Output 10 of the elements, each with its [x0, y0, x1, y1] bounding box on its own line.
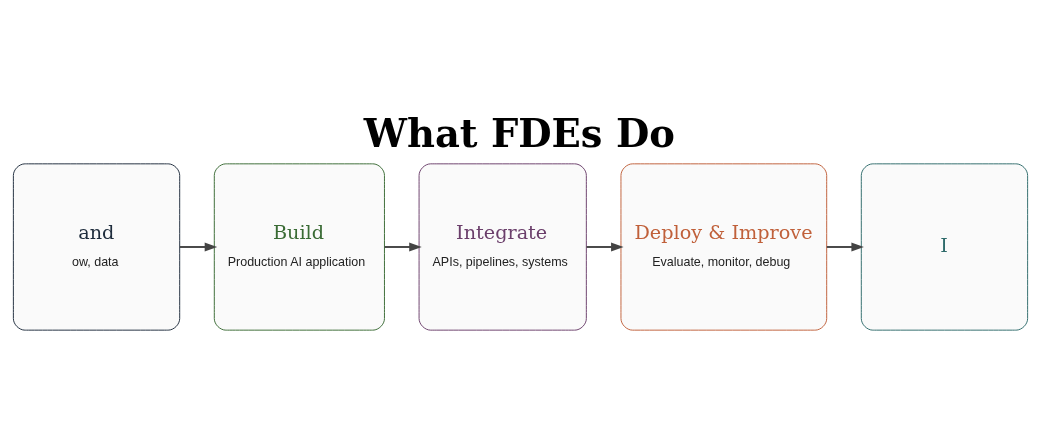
arrow [825, 242, 864, 251]
node-box: and ow, data [12, 162, 181, 331]
arrow [585, 242, 624, 251]
node-box: Build Production AI application [213, 162, 385, 331]
node-box: Integrate APIs, pipelines, systems [418, 162, 587, 331]
diagram-title: What FDEs Do [363, 110, 675, 156]
arrow [178, 242, 218, 251]
node-box: I [860, 162, 1029, 331]
node-box: Deploy & Improve Evaluate, monitor, debug [620, 162, 828, 331]
arrow [383, 242, 422, 251]
